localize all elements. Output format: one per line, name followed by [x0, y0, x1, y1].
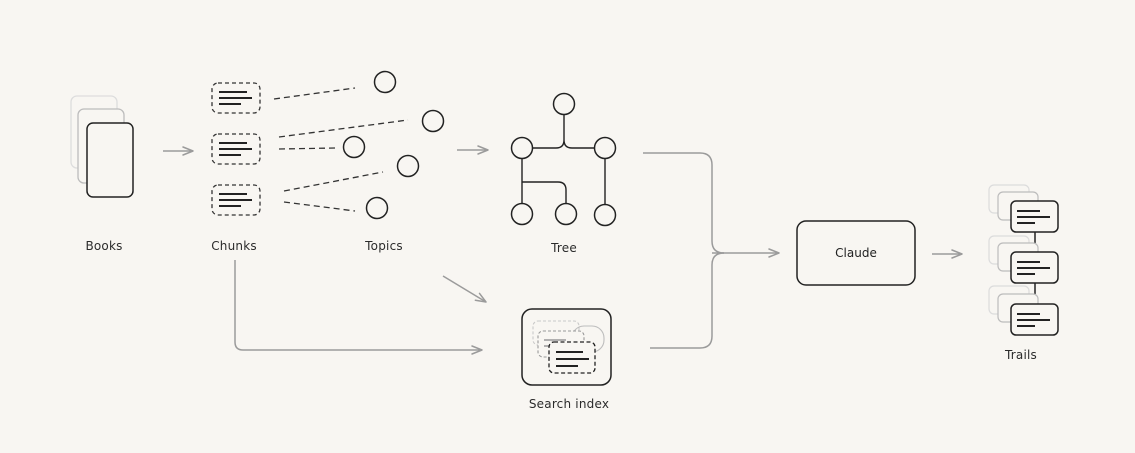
label-topics: Topics [365, 239, 403, 253]
tree-node [510, 136, 534, 160]
tree-icon [510, 92, 617, 227]
merge-connector [643, 152, 780, 349]
label-tree: Tree [551, 241, 577, 255]
label-trails: Trails [1005, 348, 1037, 362]
chunk-topic-links [273, 87, 409, 212]
topic-node [373, 70, 397, 94]
books-icon [70, 95, 134, 198]
label-claude: Claude [835, 246, 877, 260]
topics-icon [342, 70, 445, 220]
label-books: Books [85, 239, 123, 253]
topic-node [365, 196, 389, 220]
search-index-icon [521, 308, 612, 386]
tree-node [554, 202, 578, 226]
trails-icon [988, 184, 1059, 336]
tree-node [593, 203, 617, 227]
topic-node [396, 154, 420, 178]
chunk-icon [211, 184, 261, 216]
topic-node [421, 109, 445, 133]
chunk-icon [211, 133, 261, 165]
arrow-chunks-to-search-index [234, 260, 483, 355]
arrow-topics-to-search-index [442, 275, 487, 303]
tree-node [552, 92, 576, 116]
label-search-index: Search index [528, 397, 610, 411]
tree-node [510, 202, 534, 226]
label-chunks: Chunks [211, 239, 257, 253]
topic-node [342, 135, 366, 159]
claude-box [796, 220, 916, 286]
chunk-icon [211, 82, 261, 114]
tree-node [593, 136, 617, 160]
